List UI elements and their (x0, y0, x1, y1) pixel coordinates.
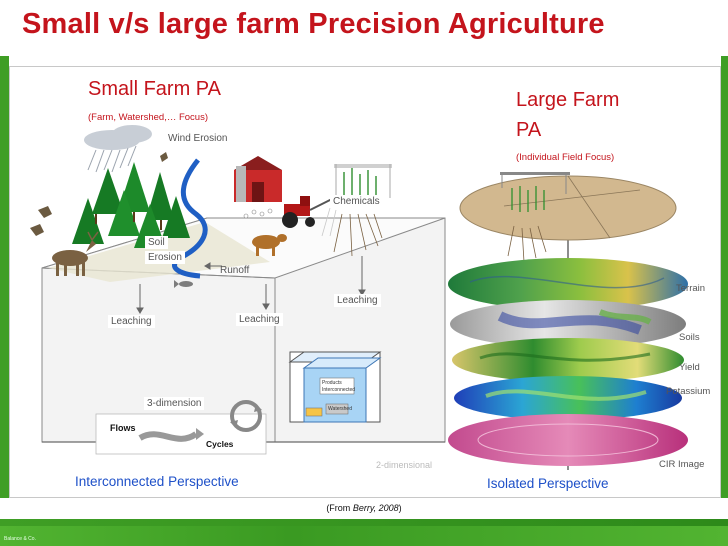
layer-label-soils: Soils (679, 332, 700, 343)
river (172, 158, 208, 279)
runoff-label: Runoff (220, 265, 250, 276)
geese (30, 152, 168, 236)
citation-suffix: ) (398, 503, 402, 513)
frame-right-bar (721, 56, 728, 526)
chemicals-label: Chemicals (330, 195, 383, 208)
cow (252, 234, 287, 256)
small-farm-heading: Small Farm PA (88, 78, 221, 100)
citation-author: Berry, 2008 (352, 503, 399, 513)
layer-label-potassium: Potassium (666, 386, 711, 397)
leaching-arrows (136, 256, 366, 314)
flows-label: Flows (110, 423, 136, 433)
cube-label-interconnected: Interconnected (322, 387, 356, 393)
fish (174, 280, 193, 288)
frame-left-bar (0, 56, 9, 526)
tractor (282, 196, 335, 228)
caribou (52, 231, 99, 276)
chickens (243, 208, 273, 219)
leaching-label-mid: Leaching (236, 313, 283, 326)
layer-label-yield: Yield (679, 362, 700, 373)
two-dimensional-label: 2-dimensional (376, 460, 433, 470)
small-farm-subheading: (Farm, Watershed,… Focus) (88, 112, 209, 123)
large-farm-subheading: (Individual Field Focus) (516, 152, 615, 163)
rain-cloud (84, 125, 152, 173)
soil-erosion-label-line2: Erosion (145, 251, 185, 264)
large-farm-heading-line1: Large Farm (516, 89, 620, 111)
large-farm-heading-line2: PA (516, 119, 542, 141)
footer-brand: Balance & Co. (4, 536, 36, 542)
chemical-drops (321, 207, 337, 237)
small-farm-block (41, 217, 446, 443)
flows-cycles-box (95, 400, 267, 455)
layer-label-cir-image: CIR Image (659, 459, 705, 470)
wind-erosion-label: Wind Erosion (168, 133, 228, 144)
cycles-label: Cycles (206, 439, 234, 449)
three-dimensional-cube (288, 351, 382, 423)
footer-strip (0, 526, 728, 546)
crop-plants (333, 164, 392, 257)
citation-prefix: (From (326, 503, 353, 513)
barn (234, 156, 282, 202)
soil-erosion-label-line1: Soil (145, 236, 168, 249)
citation: (From Berry, 2008) (0, 498, 728, 519)
isolated-perspective-label: Isolated Perspective (487, 476, 609, 491)
slide-title: Small v/s large farm Precision Agricultu… (22, 8, 605, 40)
cube-label-products: Products (322, 380, 342, 386)
three-dimensional-label: 3-dimension (144, 397, 205, 410)
leaching-label-right: Leaching (334, 294, 381, 307)
layer-label-terrain: Terrain (676, 283, 706, 294)
cube-label-watershed: Watershed (328, 406, 352, 412)
large-farm-stack (448, 172, 688, 470)
interconnected-perspective-label: Interconnected Perspective (75, 474, 239, 489)
runoff-arrow (204, 262, 222, 270)
leaching-label-left: Leaching (108, 315, 155, 328)
